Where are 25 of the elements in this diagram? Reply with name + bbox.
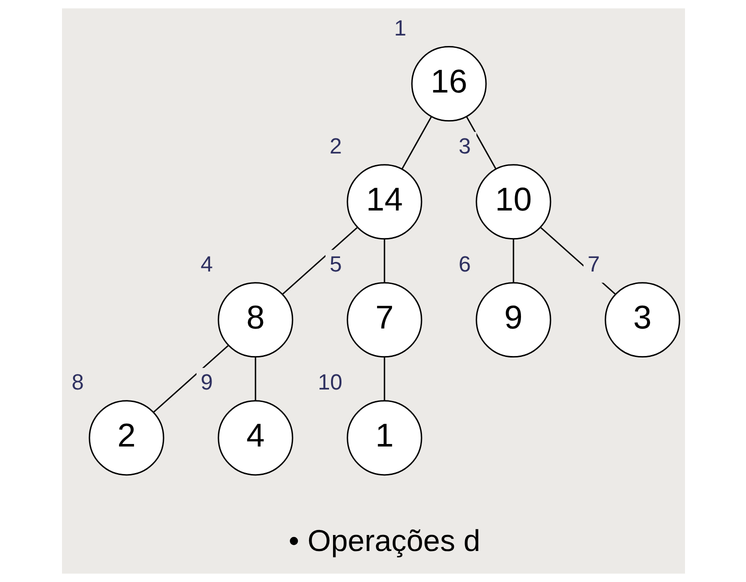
node-label: 1 — [394, 15, 406, 40]
node-label: 7 — [587, 252, 600, 277]
connector — [254, 357, 256, 401]
node-label: 6 — [458, 252, 470, 277]
node-label: 3 — [458, 134, 470, 158]
node-label: 9 — [200, 370, 212, 395]
node-circle: 8 — [217, 282, 293, 358]
node-label: 5 — [329, 252, 342, 277]
node-label: 2 — [329, 134, 342, 158]
label: • Operações d — [288, 525, 480, 558]
node-circle: 2 — [88, 400, 164, 476]
node-label: 8 — [71, 370, 84, 395]
node-circle: 16 — [410, 46, 486, 122]
connector — [512, 239, 514, 283]
node-circle: 14 — [346, 164, 422, 240]
connector — [282, 227, 358, 295]
connector — [383, 357, 385, 401]
connector — [400, 116, 432, 170]
connector — [466, 116, 496, 170]
node-circle: 9 — [475, 282, 551, 358]
node-circle: 1 — [346, 400, 422, 476]
connector — [383, 239, 385, 283]
node-label: 4 — [200, 252, 212, 277]
node-label: 10 — [317, 370, 342, 395]
connector — [152, 345, 228, 413]
